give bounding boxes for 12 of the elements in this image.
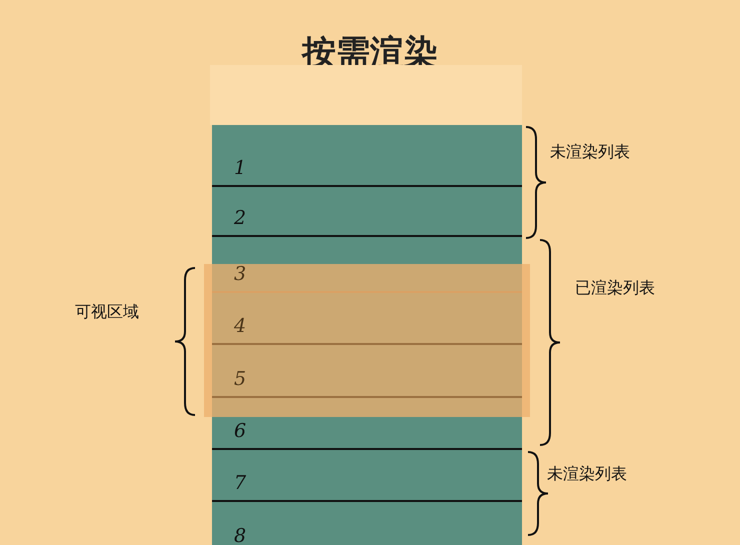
row-number: 2: [234, 207, 246, 229]
brace-label: 未渲染列表: [550, 142, 630, 163]
row-number: 6: [234, 420, 246, 442]
row-number: 4: [234, 315, 246, 337]
brace-label: 可视区域: [75, 302, 139, 323]
row-number: 7: [234, 472, 246, 494]
brace-label: 未渲染列表: [547, 464, 627, 485]
row-number: 8: [234, 525, 246, 545]
brace-label: 已渲染列表: [575, 278, 655, 299]
row-number: 5: [234, 368, 246, 390]
row-number: 3: [234, 263, 246, 285]
row-number: 1: [234, 157, 246, 179]
